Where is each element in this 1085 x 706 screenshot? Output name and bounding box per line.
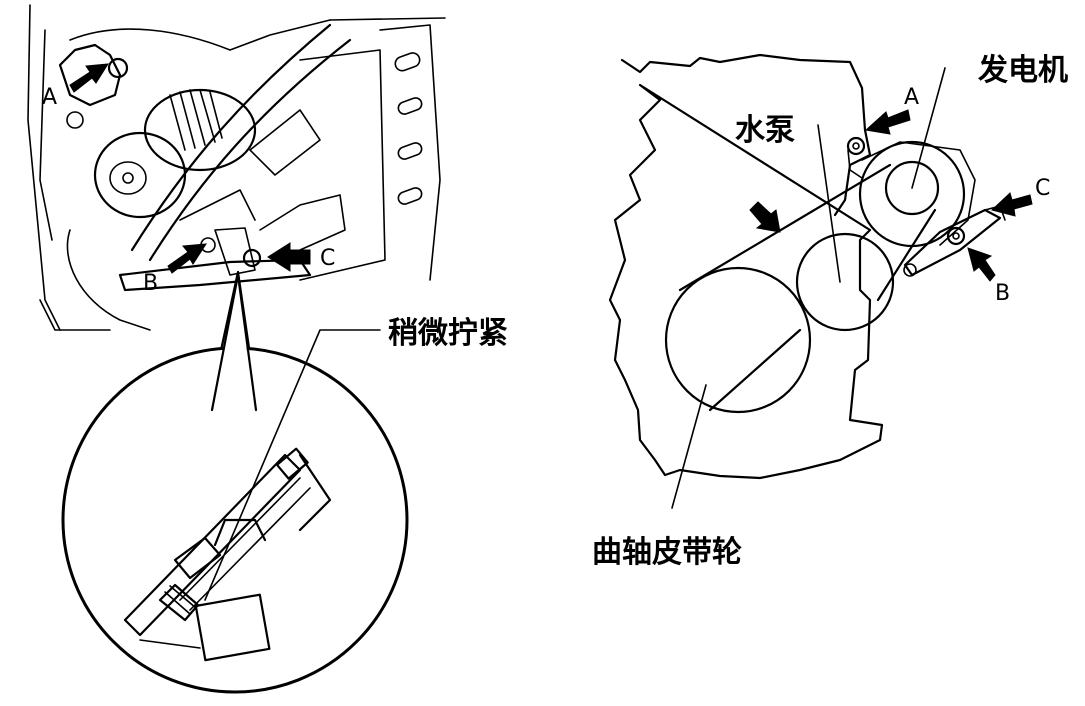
generator-label: 发电机	[977, 53, 1068, 88]
callout-text: 稍微拧紧	[388, 316, 508, 351]
arrow-b-left	[167, 243, 207, 274]
water-pump-leader	[817, 124, 841, 283]
drive-belt	[678, 163, 937, 412]
arrow-a-left	[69, 63, 109, 93]
water-pump-pulley	[795, 232, 895, 332]
arrow-belt	[749, 201, 781, 233]
crank-pulley-label: 曲轴皮带轮	[592, 535, 742, 570]
callout-detail-drawing	[123, 447, 332, 662]
right-label-c: C	[1035, 176, 1050, 201]
left-label-b: B	[143, 271, 158, 296]
crank-pulley	[664, 266, 812, 414]
right-belt-routing-view: 发电机 水泵 曲轴皮带轮 A C B	[592, 53, 1068, 570]
engine-block-outline	[608, 53, 884, 480]
crank-pulley-leader	[671, 384, 707, 509]
arrow-b-right	[967, 247, 996, 282]
arrow-a-right	[864, 109, 911, 135]
left-engine-view: A B C	[27, 4, 446, 331]
detail-callout: 稍微拧紧	[61, 270, 508, 694]
arrow-c-left	[267, 242, 311, 272]
arrow-c-right	[991, 192, 1033, 217]
callout-leader-line	[204, 329, 381, 601]
water-pump-label: 水泵	[735, 113, 795, 148]
right-label-b: B	[995, 281, 1010, 306]
generator-pulley	[884, 160, 940, 216]
right-label-a: A	[904, 85, 919, 110]
generator-leader	[911, 67, 946, 189]
left-label-a: A	[42, 85, 57, 110]
left-label-c: C	[320, 246, 335, 271]
generator-housing	[858, 140, 966, 248]
